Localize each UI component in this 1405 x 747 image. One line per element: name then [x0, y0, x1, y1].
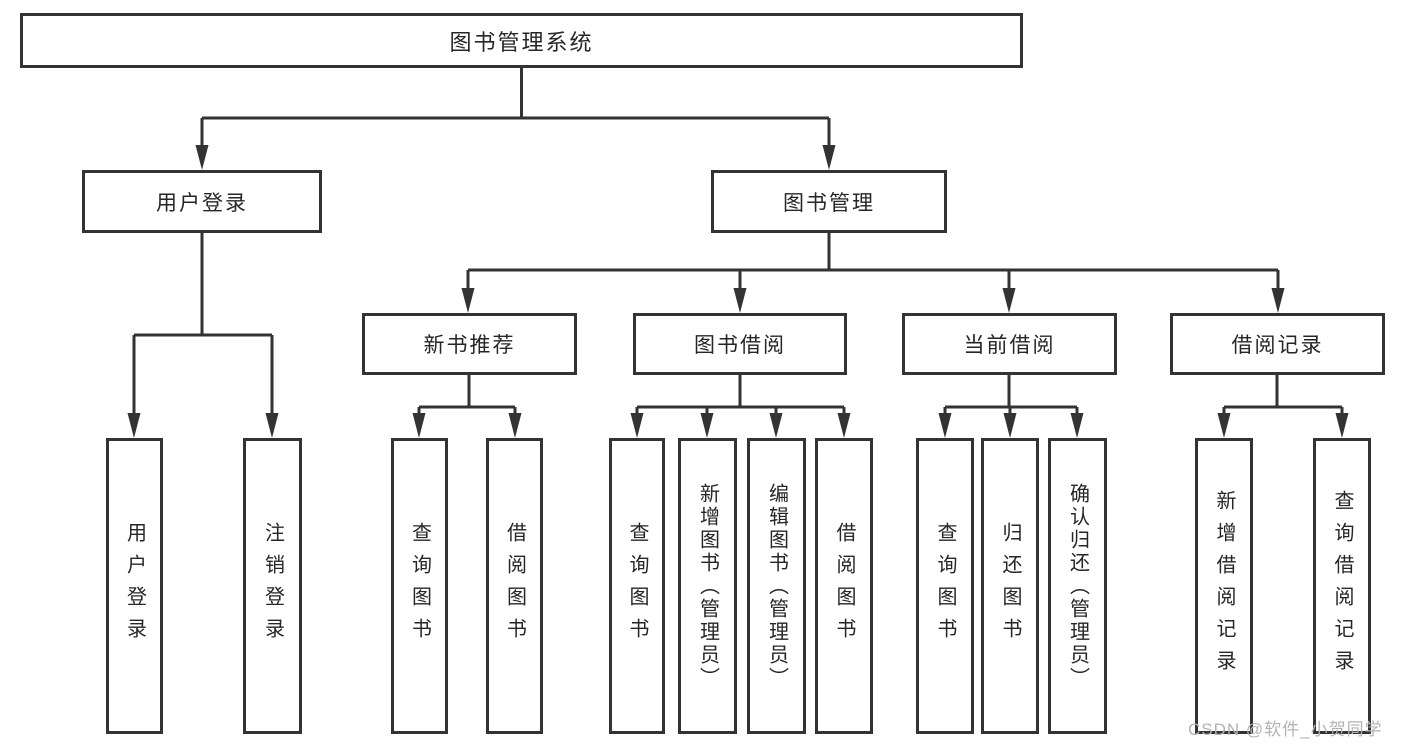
node-r-query-label: 查询借阅记录	[1331, 490, 1353, 682]
connector-login-children	[127, 233, 279, 438]
arrowhead-icon	[1003, 413, 1017, 438]
node-logout: 注销登录	[243, 438, 302, 734]
node-login-label: 用户登录	[156, 191, 248, 215]
connector-borrow-children	[630, 375, 851, 438]
node-records-label: 借阅记录	[1231, 334, 1324, 357]
connector-newrec-children	[412, 375, 522, 438]
node-nr-query-label: 查询图书	[408, 522, 431, 650]
node-user-login: 用户登录	[106, 438, 163, 734]
node-c-return: 归还图书	[981, 438, 1039, 734]
node-book-mgmt: 图书管理	[711, 170, 947, 233]
node-b-borrow: 借阅图书	[815, 438, 873, 734]
node-b-query: 查询图书	[609, 438, 665, 734]
arrowhead-icon	[700, 413, 714, 438]
arrowhead-icon	[837, 413, 851, 438]
connector-records-children	[1217, 375, 1349, 438]
connector-bookmgmt-children	[461, 233, 1285, 313]
arrowhead-icon	[733, 288, 747, 313]
arrowhead-icon	[265, 413, 279, 438]
arrowhead-icon	[195, 145, 209, 170]
node-borrow: 图书借阅	[633, 313, 847, 375]
node-c-query: 查询图书	[916, 438, 974, 734]
node-c-return-label: 归还图书	[999, 522, 1021, 650]
node-b-add-label: 新增图书（管理员）	[696, 482, 719, 690]
node-logout-label: 注销登录	[261, 522, 284, 650]
arrowhead-icon	[630, 413, 644, 438]
node-new-rec: 新书推荐	[362, 313, 577, 375]
arrowhead-icon	[412, 413, 426, 438]
watermark: CSDN @软件_小贺同学	[1188, 720, 1383, 739]
arrowhead-icon	[1217, 413, 1231, 438]
node-b-add: 新增图书（管理员）	[678, 438, 737, 734]
node-current-label: 当前借阅	[963, 334, 1056, 357]
node-c-confirm-label: 确认归还（管理员）	[1066, 482, 1089, 690]
node-book-mgmt-label: 图书管理	[783, 191, 875, 215]
node-root-label: 图书管理系统	[449, 29, 594, 55]
arrowhead-icon	[938, 413, 952, 438]
arrowhead-icon	[822, 145, 836, 170]
arrowhead-icon	[508, 413, 522, 438]
node-nr-borrow-label: 借阅图书	[503, 522, 526, 650]
connector-current-children	[938, 375, 1084, 438]
arrowhead-icon	[769, 413, 783, 438]
node-root: 图书管理系统	[20, 13, 1023, 68]
node-r-query: 查询借阅记录	[1313, 438, 1371, 734]
arrowhead-icon	[1335, 413, 1349, 438]
node-login: 用户登录	[82, 170, 322, 233]
node-new-rec-label: 新书推荐	[423, 334, 516, 357]
node-nr-borrow: 借阅图书	[486, 438, 543, 734]
node-b-query-label: 查询图书	[626, 522, 648, 650]
node-c-confirm: 确认归还（管理员）	[1048, 438, 1107, 734]
arrowhead-icon	[1271, 288, 1285, 313]
node-records: 借阅记录	[1170, 313, 1385, 375]
arrowhead-icon	[1002, 288, 1016, 313]
node-user-login-label: 用户登录	[123, 522, 146, 650]
node-c-query-label: 查询图书	[934, 522, 956, 650]
node-nr-query: 查询图书	[391, 438, 448, 734]
node-b-borrow-label: 借阅图书	[833, 522, 855, 650]
node-r-add-label: 新增借阅记录	[1213, 490, 1235, 682]
arrowhead-icon	[461, 288, 475, 313]
arrowhead-icon	[1070, 413, 1084, 438]
node-r-add: 新增借阅记录	[1195, 438, 1253, 734]
connector-root-children	[195, 68, 836, 170]
node-b-edit-label: 编辑图书（管理员）	[765, 482, 788, 690]
node-b-edit: 编辑图书（管理员）	[747, 438, 806, 734]
node-borrow-label: 图书借阅	[694, 334, 786, 357]
arrowhead-icon	[127, 413, 141, 438]
node-current: 当前借阅	[902, 313, 1117, 375]
